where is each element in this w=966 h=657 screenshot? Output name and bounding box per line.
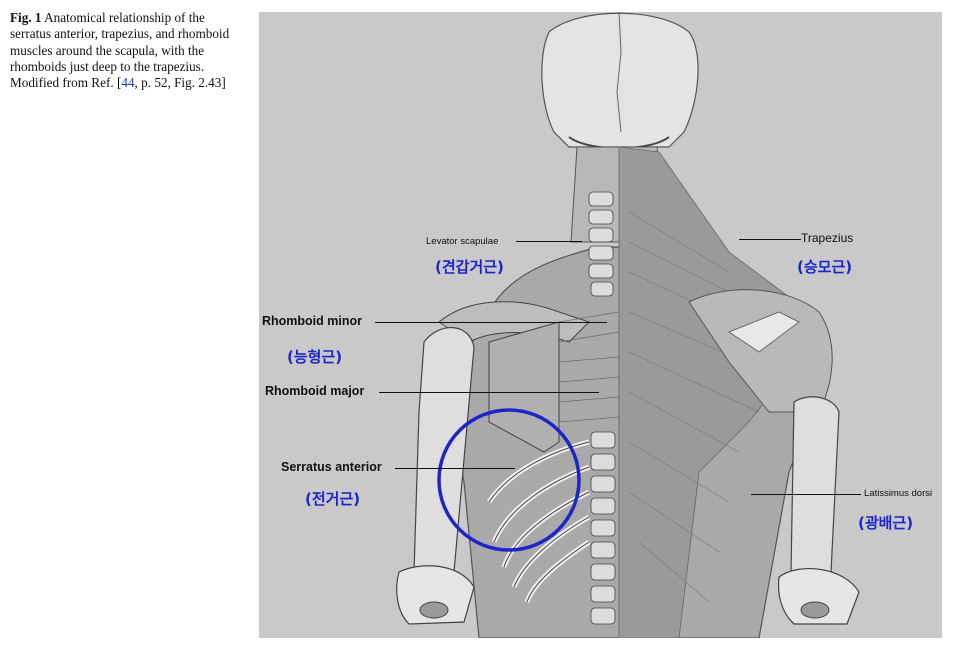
caption-text-end: , p. 52, Fig. 2.43] [134,75,226,91]
back-anatomy-illustration [396,12,860,638]
serratus-leader-line [395,468,515,470]
korean-label-trapezius: (승모근) [797,258,853,276]
korean-label-levator: (견갑거근) [435,258,504,276]
label-serratus-anterior: Serratus anterior [281,460,382,474]
figure-caption: Fig. 1 Anatomical relationship of the se… [10,10,235,91]
caption-text: Anatomical relationship of the serratus … [10,10,230,91]
anatomy-figure: Levator scapulae (견갑거근) Trapezius (승모근) … [259,12,942,638]
rhomboid-major-leader-line [379,392,599,394]
korean-label-rhomboid: (능형근) [287,348,343,366]
figure-number: Fig. 1 [10,10,42,25]
korean-label-latissimus: (광배근) [858,514,914,532]
latissimus-leader-line [751,494,861,496]
korean-label-serratus: (전거근) [305,490,361,508]
trapezius-leader-line [739,239,801,241]
label-rhomboid-minor: Rhomboid minor [262,314,362,328]
serratus-highlight-circle [437,408,581,552]
label-levator-scapulae: Levator scapulae [426,236,499,247]
label-trapezius: Trapezius [801,231,854,245]
levator-leader-line [516,241,582,243]
rhomboid-minor-leader-line [375,322,607,324]
label-rhomboid-major: Rhomboid major [265,384,365,398]
label-latissimus-dorsi: Latissimus dorsi [864,488,933,499]
reference-link[interactable]: 44 [121,75,135,91]
